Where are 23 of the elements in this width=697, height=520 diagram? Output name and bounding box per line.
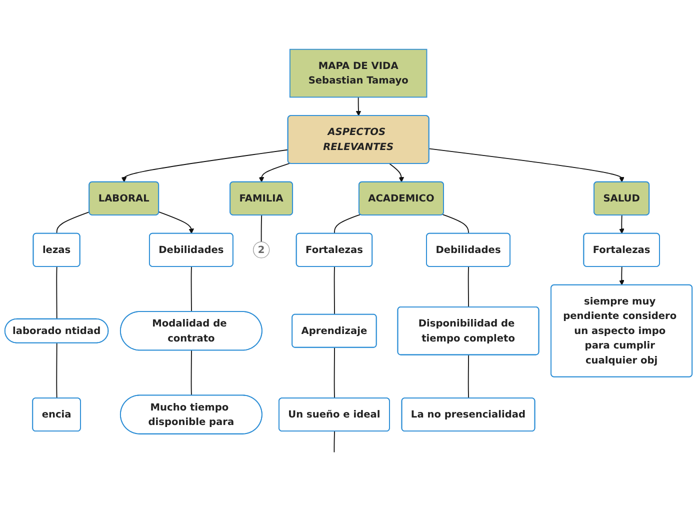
connector — [56, 266, 58, 320]
arrow — [158, 212, 194, 234]
connector — [190, 266, 192, 312]
connector — [334, 266, 335, 316]
arrow — [428, 148, 624, 182]
connector — [442, 214, 470, 234]
arrow — [619, 266, 624, 286]
connector — [56, 212, 90, 234]
node-circle — [253, 242, 270, 258]
connector — [260, 214, 262, 242]
connector — [334, 430, 335, 453]
node-box — [289, 48, 428, 98]
connector — [334, 347, 335, 399]
connector — [190, 350, 192, 396]
connector — [468, 266, 470, 308]
arrow — [258, 162, 290, 182]
connector — [56, 342, 58, 399]
connector — [334, 214, 361, 234]
connector — [468, 354, 470, 399]
arrow — [356, 96, 362, 116]
arrow — [389, 163, 404, 182]
arrow — [619, 214, 624, 234]
arrow — [121, 149, 289, 182]
